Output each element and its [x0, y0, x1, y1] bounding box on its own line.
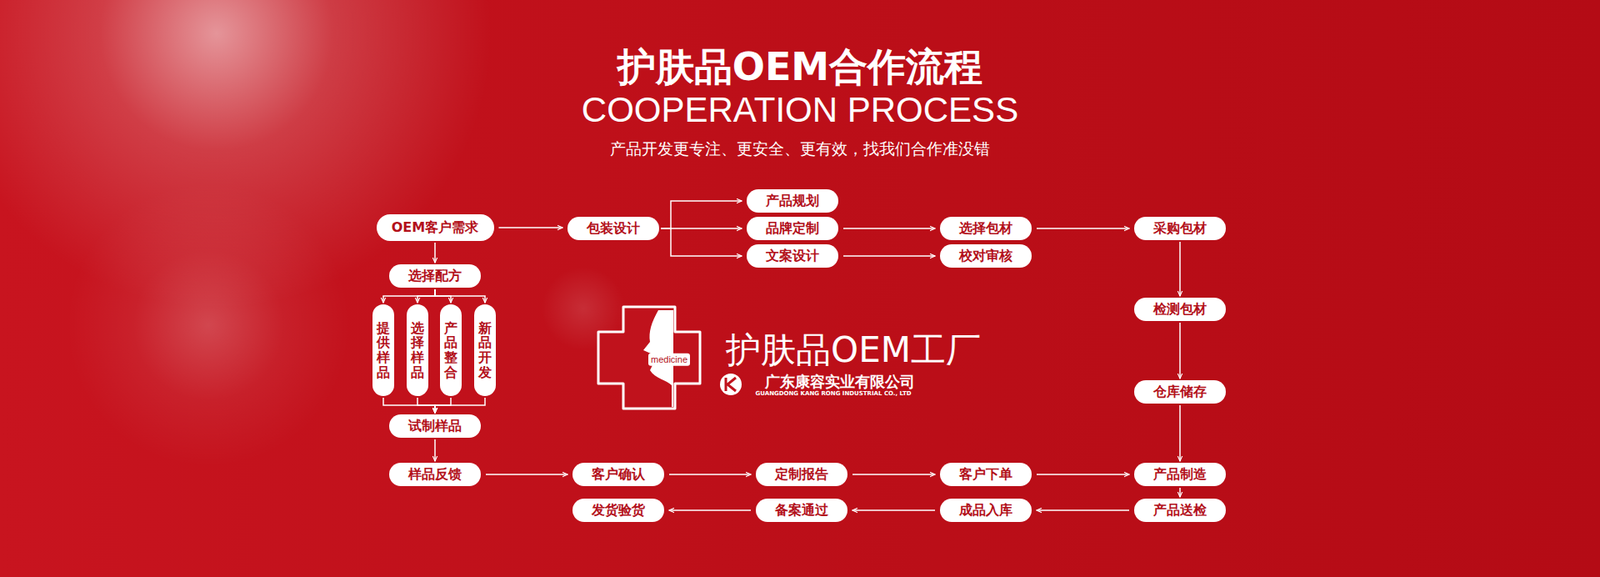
flow-arrow: [1036, 509, 1130, 511]
process-pill: 备案通过: [755, 498, 848, 522]
flow-arrow: [434, 242, 436, 263]
process-pill: 采购包材: [1134, 216, 1226, 240]
logo-word: medicine: [648, 353, 690, 366]
step-text: 仓库储存: [1153, 383, 1207, 400]
step-text: 成品入库: [959, 501, 1013, 518]
step-text: 产品送检: [1153, 501, 1207, 518]
flow-arrow: [660, 200, 742, 229]
process-pill: 包装设计: [567, 216, 660, 240]
process-pill: 选择样品: [406, 304, 429, 396]
process-pill: 定制报告: [755, 462, 848, 486]
process-pill: 文案设计: [746, 244, 839, 268]
step-text: OEM客户需求: [391, 219, 479, 235]
flow-arrow: [1179, 241, 1181, 296]
process-pill: 产品整合: [440, 304, 462, 396]
process-pill: 仓库储存: [1134, 380, 1226, 404]
process-pill: 客户确认: [572, 462, 665, 486]
step-text: 选择包材: [959, 220, 1013, 236]
process-pill: 产品规划: [746, 189, 839, 213]
flow-arrow: [485, 473, 568, 475]
step-text: 选择样品: [410, 320, 425, 380]
title: 护肤品OEM合作流程: [617, 45, 983, 90]
flow-arrow: [383, 289, 435, 303]
emblem-mark: [725, 377, 736, 391]
step-text: 包装设计: [586, 220, 640, 236]
company-text: GUANGDONG KANG RONG INDUSTRIAL CO., LTD: [755, 390, 912, 397]
process-pill: 品牌定制: [746, 216, 839, 240]
flow-arrow: [1036, 227, 1130, 230]
process-pill: 成品入库: [940, 498, 1032, 522]
flow-arrow: [499, 226, 564, 229]
flow-arrow: [435, 397, 485, 413]
process-pill: 选择配方: [389, 264, 481, 288]
process-pill: 客户下单: [940, 462, 1032, 486]
step-text: 采购包材: [1153, 220, 1207, 236]
process-pill: 提供样品: [372, 304, 395, 396]
step-text: 产品整合: [444, 320, 458, 380]
step-text: 检测包材: [1153, 300, 1207, 317]
process-pill: 新品开发: [474, 304, 496, 396]
flow-arrow: [417, 397, 435, 413]
step-text: 定制报告: [775, 465, 829, 482]
process-pill: 选择包材: [940, 216, 1032, 240]
step-text: 发货验货: [591, 501, 645, 518]
subtitle: COOPERATION PROCESS: [581, 90, 1019, 130]
cross-outline: [598, 306, 700, 409]
process-pill: 检测包材: [1134, 297, 1226, 321]
step-text: 文案设计: [765, 247, 820, 264]
flow-arrow: [664, 227, 742, 230]
step-text: 新品开发: [478, 320, 492, 380]
flow-arrow: [843, 255, 935, 257]
step-text: 试制样品: [408, 417, 462, 434]
flow-arrow: [852, 509, 935, 511]
flow-arrow: [843, 227, 935, 230]
company-text: 护肤品OEM工厂: [725, 330, 981, 370]
process-pill: 样品反馈: [389, 462, 481, 486]
step-text: 产品制造: [1153, 465, 1207, 482]
process-pill: 产品送检: [1134, 498, 1226, 522]
company-emblem: [720, 373, 742, 395]
process-pill: OEM客户需求: [376, 214, 495, 241]
flow-arrow: [417, 289, 435, 303]
process-pill: 产品制造: [1134, 462, 1226, 486]
step-text: 品牌定制: [765, 220, 820, 236]
step-text: 提供样品: [376, 320, 390, 380]
step-text: 产品规划: [765, 192, 820, 209]
step-text: 样品反馈: [408, 465, 462, 482]
flow-arrow: [669, 509, 751, 511]
step-text: 客户下单: [959, 465, 1013, 482]
flow-arrow: [660, 228, 742, 256]
flow-arrow: [1179, 405, 1181, 461]
process-pill: 发货验货: [572, 498, 665, 522]
flow-arrow: [1179, 487, 1181, 497]
flow-arrow: [1179, 322, 1181, 379]
flow-arrow: [1036, 473, 1130, 475]
step-text: 校对审核: [959, 247, 1013, 264]
step-text: 备案通过: [775, 501, 829, 518]
process-pill: 校对审核: [940, 244, 1032, 268]
flow-arrow: [435, 289, 485, 303]
flow-arrow: [669, 473, 751, 475]
subtitle: 产品开发更专注、更安全、更有效，找我们合作准没错: [610, 140, 990, 159]
company-text: 广东康容实业有限公司: [765, 373, 915, 391]
flow-arrow: [852, 473, 935, 475]
process-pill: 试制样品: [389, 414, 481, 438]
flow-arrow: [434, 439, 436, 461]
flow-arrow: [383, 397, 435, 413]
step-text: 选择配方: [408, 267, 462, 284]
step-text: 客户确认: [591, 465, 645, 482]
